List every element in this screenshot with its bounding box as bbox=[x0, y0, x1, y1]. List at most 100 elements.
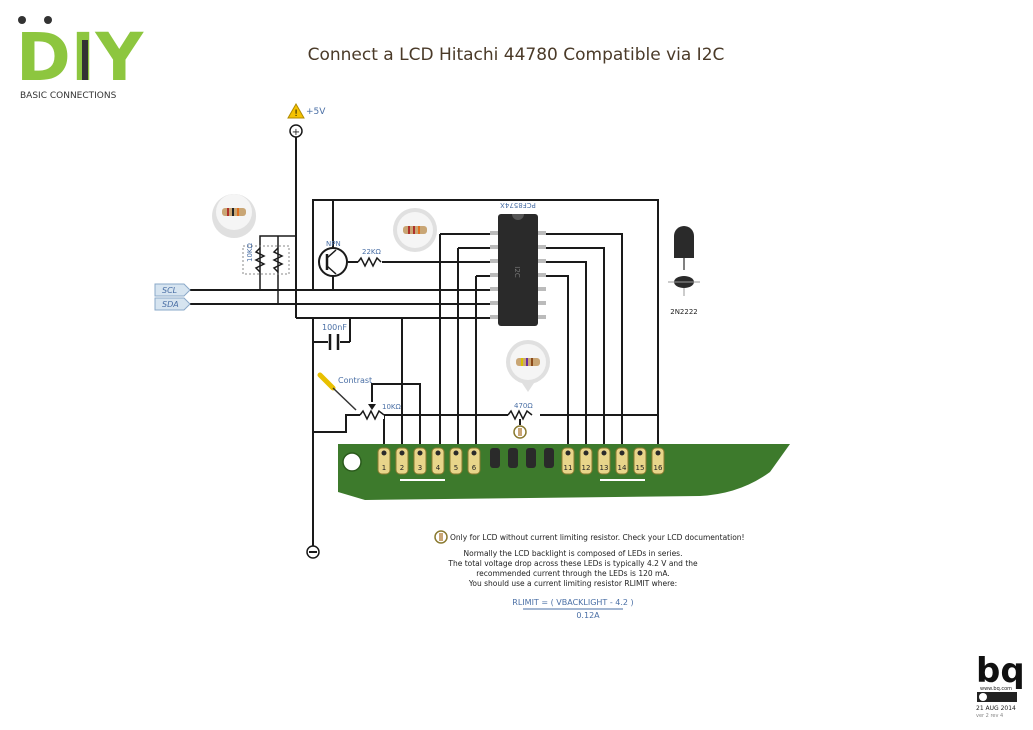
brand-site: www.bq.com bbox=[980, 686, 1012, 692]
lcd-pin-pad bbox=[449, 447, 463, 475]
scl-label: SCL bbox=[162, 286, 177, 295]
lcd-pin: 15 bbox=[633, 447, 647, 475]
note-line: recommended current through the LEDs is … bbox=[476, 569, 669, 578]
lcd-pin: 5 bbox=[449, 447, 463, 475]
footer-version: ver 2 rev 4 bbox=[976, 713, 1003, 719]
capacitor: 100nF bbox=[322, 323, 347, 350]
npn-transistor: NPN bbox=[318, 240, 348, 277]
note-warning: Only for LCD without current limiting re… bbox=[434, 530, 745, 544]
lcd-pin-pad bbox=[561, 447, 575, 475]
lcd-pin-pad bbox=[651, 447, 665, 475]
lcd-pin-label: 6 bbox=[472, 464, 477, 472]
scl-tag: SCL bbox=[154, 283, 191, 297]
screwdriver-icon bbox=[317, 372, 357, 411]
vcc-warning-icon: ! bbox=[287, 102, 305, 119]
lcd-pin-pad bbox=[579, 447, 593, 475]
lcd-pin: 13 bbox=[597, 447, 611, 475]
footer-date: 21 AUG 2014 bbox=[976, 705, 1016, 712]
cc-icon bbox=[979, 693, 987, 701]
lcd-pin-hole bbox=[565, 450, 571, 456]
logo-subtitle: BASIC CONNECTIONS bbox=[20, 91, 117, 101]
resistor-bubble-icon bbox=[212, 194, 257, 238]
gnd-terminal-icon bbox=[306, 545, 320, 559]
lcd-pin-label: 12 bbox=[582, 464, 591, 472]
transistor-package-icon: 2N2222 bbox=[668, 226, 700, 316]
base-resistor: 22KΩ bbox=[357, 248, 382, 268]
ic-body-label: I2C bbox=[513, 266, 521, 278]
base-resistor-label: 22KΩ bbox=[362, 248, 381, 256]
pullup-resistor-label: 10KΩ bbox=[246, 243, 254, 262]
svg-text:+: + bbox=[292, 127, 300, 138]
screw-icon bbox=[18, 16, 26, 24]
lcd-pin-hole bbox=[417, 450, 423, 456]
pcf8574-ic: PCF8574X I2C bbox=[490, 201, 546, 326]
note-line: You should use a current limiting resist… bbox=[468, 579, 677, 588]
lcd-pin-hole bbox=[435, 450, 441, 456]
pullup-resistors: 10KΩ bbox=[242, 243, 290, 275]
diy-logo: DIY bbox=[16, 16, 144, 96]
lcd-pin-label: 14 bbox=[618, 464, 627, 472]
formula-denominator: 0.12A bbox=[576, 611, 600, 620]
backlight-resistor-label: 470Ω bbox=[514, 402, 533, 410]
sda-tag: SDA bbox=[154, 297, 191, 311]
transistor-label: NPN bbox=[326, 240, 341, 248]
lcd-pin-pad bbox=[431, 447, 445, 475]
license-badge-icon bbox=[977, 692, 1017, 702]
lcd-pin-hole bbox=[399, 450, 405, 456]
vcc-label: +5V bbox=[306, 107, 326, 117]
lcd-pin: 3 bbox=[413, 447, 427, 475]
lcd-pin-hole bbox=[655, 450, 661, 456]
lcd-pin-pad bbox=[395, 447, 409, 475]
lcd-pin: 16 bbox=[651, 447, 665, 475]
note-line: Normally the LCD backlight is composed o… bbox=[464, 549, 683, 558]
lcd-pin-pad bbox=[413, 447, 427, 475]
lcd-pin-hole bbox=[637, 450, 643, 456]
lcd-pin-label: 13 bbox=[600, 464, 609, 472]
lcd-pin-pad bbox=[633, 447, 647, 475]
lcd-pin-label: 2 bbox=[400, 464, 404, 472]
lcd-pin: 6 bbox=[467, 447, 481, 475]
resistor-bubble-icon bbox=[393, 208, 437, 252]
lcd-pin-hole bbox=[601, 450, 607, 456]
lcd-pin-hole bbox=[619, 450, 625, 456]
lcd-pins-left: 1 2 3 4 5 6 bbox=[377, 447, 481, 475]
logo-text: DIY bbox=[16, 19, 144, 96]
lcd-pin: 12 bbox=[579, 447, 593, 475]
lcd-pin-label: 1 bbox=[382, 464, 386, 472]
lcd-pin-label: 3 bbox=[418, 464, 422, 472]
backlight-resistor: 470Ω bbox=[507, 402, 533, 439]
bq-logo: bq www.bq.com 21 AUG 2014 ver 2 rev 4 bbox=[976, 651, 1025, 719]
lcd-pin-pad bbox=[615, 447, 629, 475]
pliers-icon bbox=[82, 40, 88, 80]
brand-text: bq bbox=[976, 651, 1025, 691]
lcd-pin: 2 bbox=[395, 447, 409, 475]
lcd-pin-pad bbox=[467, 447, 481, 475]
lcd-pin-label: 4 bbox=[436, 464, 441, 472]
formula-numerator: RLIMIT = ( VBACKLIGHT - 4.2 ) bbox=[512, 598, 633, 607]
contrast-potentiometer: 10KΩ Contrast bbox=[338, 376, 401, 421]
lcd-pin: 11 bbox=[561, 447, 575, 475]
contrast-label: Contrast bbox=[338, 376, 372, 385]
screw-icon bbox=[44, 16, 52, 24]
lcd-pin-pad bbox=[597, 447, 611, 475]
lcd-pin-hole bbox=[583, 450, 589, 456]
lcd-pin-pad bbox=[377, 447, 391, 475]
page-title: Connect a LCD Hitachi 44780 Compatible v… bbox=[308, 45, 725, 65]
sda-label: SDA bbox=[162, 300, 179, 309]
lcd-pin-label: 11 bbox=[564, 464, 573, 472]
lcd-pins-right: 11 12 13 14 15 16 bbox=[561, 447, 665, 475]
lcd-pin-label: 16 bbox=[654, 464, 663, 472]
svg-text:!: ! bbox=[294, 109, 298, 119]
pot-label: 10KΩ bbox=[382, 403, 401, 411]
lcd-pin-label: 15 bbox=[636, 464, 645, 472]
lcd-pin-hole bbox=[453, 450, 459, 456]
lcd-pin: 4 bbox=[431, 447, 445, 475]
capacitor-label: 100nF bbox=[322, 323, 347, 332]
note-line: The total voltage drop across these LEDs… bbox=[447, 559, 698, 568]
wiring bbox=[190, 137, 659, 546]
resistor-bubble-icon bbox=[506, 340, 550, 392]
warning-text: Only for LCD without current limiting re… bbox=[450, 533, 745, 542]
ic-label: PCF8574X bbox=[500, 201, 536, 209]
lcd-pin: 14 bbox=[615, 447, 629, 475]
lcd-pin-label: 5 bbox=[454, 464, 458, 472]
